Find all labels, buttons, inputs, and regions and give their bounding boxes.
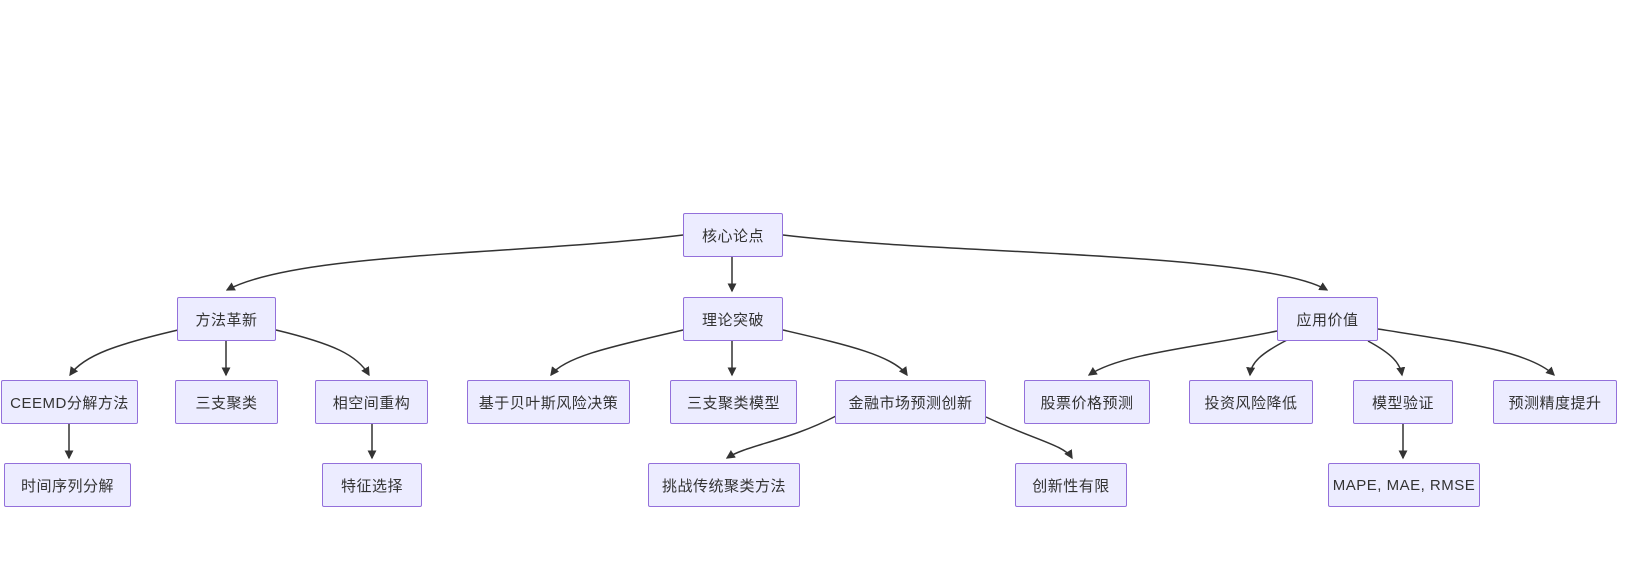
node-stock-prediction: 股票价格预测 xyxy=(1024,380,1150,424)
node-phase-space: 相空间重构 xyxy=(315,380,428,424)
node-challenge-traditional: 挑战传统聚类方法 xyxy=(648,463,800,507)
node-market-innovation: 金融市场预测创新 xyxy=(835,380,986,424)
edge-application-value-to-risk-reduction xyxy=(1246,339,1288,377)
node-bayes-risk: 基于贝叶斯风险决策 xyxy=(467,380,630,424)
edge-market-innovation-to-limited-innovation xyxy=(985,416,1073,460)
node-risk-reduction: 投资风险降低 xyxy=(1189,380,1313,424)
node-three-way-model: 三支聚类模型 xyxy=(670,380,797,424)
node-time-series-decomposition: 时间序列分解 xyxy=(4,463,131,507)
node-metrics: MAPE, MAE, RMSE xyxy=(1328,463,1480,507)
edge-method-innovation-to-ceemd xyxy=(69,329,179,377)
node-feature-selection: 特征选择 xyxy=(322,463,422,507)
edge-core-to-application-value xyxy=(782,234,1329,291)
node-core: 核心论点 xyxy=(683,213,783,257)
node-theory-breakthrough: 理论突破 xyxy=(683,297,783,341)
node-method-innovation: 方法革新 xyxy=(177,297,276,341)
node-ceemd: CEEMD分解方法 xyxy=(1,380,138,424)
edge-theory-breakthrough-to-market-innovation xyxy=(782,329,908,377)
edge-application-value-to-stock-prediction xyxy=(1087,330,1278,376)
edge-theory-breakthrough-to-bayes-risk xyxy=(550,329,684,377)
node-accuracy-improvement: 预测精度提升 xyxy=(1493,380,1617,424)
edge-application-value-to-model-validation xyxy=(1367,340,1406,377)
node-application-value: 应用价值 xyxy=(1277,297,1378,341)
edge-method-innovation-to-phase-space xyxy=(275,329,370,377)
edge-application-value-to-accuracy-improvement xyxy=(1377,328,1555,376)
edge-market-innovation-to-challenge-traditional xyxy=(725,415,837,459)
edge-core-to-method-innovation xyxy=(225,234,684,291)
node-limited-innovation: 创新性有限 xyxy=(1015,463,1127,507)
node-three-way-clustering: 三支聚类 xyxy=(175,380,278,424)
node-model-validation: 模型验证 xyxy=(1353,380,1453,424)
